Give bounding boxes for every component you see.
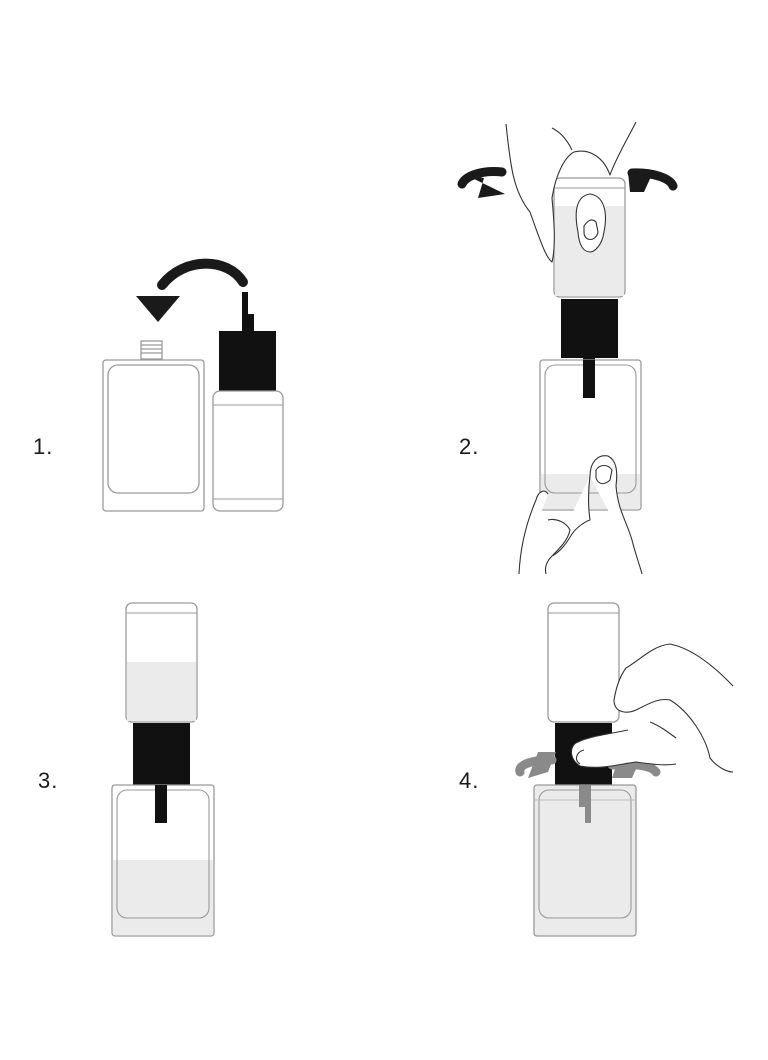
inverted-refill-icon [125, 602, 198, 823]
glass-bottle-icon [539, 359, 642, 511]
empty-bottle-icon [102, 340, 205, 512]
hand-bottom-icon [518, 455, 643, 575]
refill-bottle-icon [212, 292, 284, 512]
hand-top-icon [505, 121, 637, 263]
step-2-number: 2. [459, 434, 480, 459]
glass-bottle-icon [111, 784, 215, 937]
step-2-illustration [457, 121, 678, 575]
hand-twisting-icon [570, 643, 734, 773]
full-glass-bottle-icon [533, 784, 637, 937]
rotate-right-arrow-icon [627, 168, 678, 192]
curved-arrow-icon [136, 258, 248, 322]
step-4-illustration [515, 602, 734, 937]
step-3-illustration [111, 602, 215, 937]
step-4-number: 4. [459, 768, 480, 793]
step-1-illustration [102, 258, 284, 512]
step-3-number: 3. [38, 768, 59, 793]
rotate-left-arrow-icon [457, 167, 507, 198]
step-1-number: 1. [33, 434, 54, 459]
